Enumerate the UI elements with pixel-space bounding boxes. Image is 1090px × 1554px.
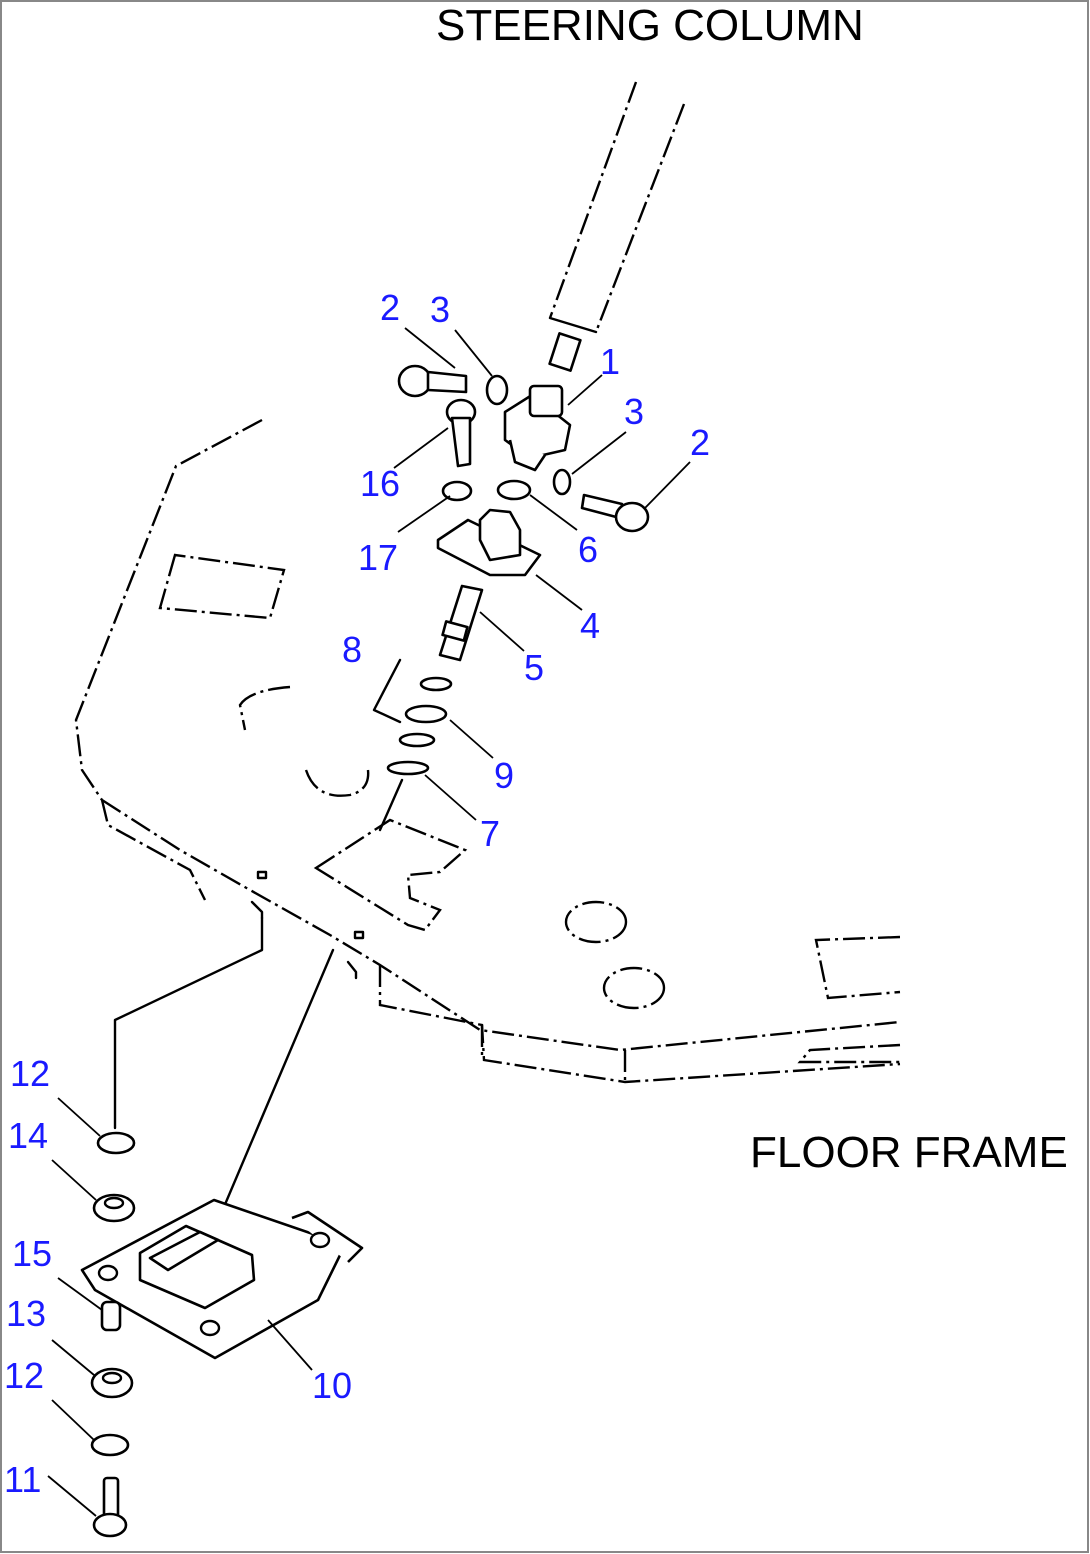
part-7-ring-a bbox=[398, 732, 436, 748]
callout-3b: 3 bbox=[624, 391, 644, 432]
callout-14: 14 bbox=[8, 1115, 48, 1156]
steering-column-shape bbox=[548, 81, 686, 372]
part-12-washer-top bbox=[96, 1131, 136, 1155]
callout-12a: 12 bbox=[10, 1053, 50, 1094]
part-11-bolt bbox=[92, 1476, 128, 1538]
bracket-leader-line bbox=[113, 916, 264, 1130]
callout-11: 11 bbox=[4, 1459, 41, 1500]
callout-4: 4 bbox=[580, 605, 600, 646]
callout-8: 8 bbox=[342, 629, 362, 670]
callout-leaders bbox=[47, 327, 691, 1517]
part-8-ring bbox=[419, 676, 453, 692]
part-2-bolt-left bbox=[397, 364, 468, 398]
callout-5: 5 bbox=[524, 647, 544, 688]
callout-12b: 12 bbox=[4, 1355, 44, 1396]
part-4-bracket bbox=[436, 508, 542, 577]
part-6-spacer bbox=[496, 479, 532, 501]
part-3-washer-b bbox=[552, 468, 572, 496]
callout-2b: 2 bbox=[690, 422, 710, 463]
part-17-washer bbox=[441, 480, 473, 502]
callout-10: 10 bbox=[312, 1365, 352, 1406]
callout-13: 13 bbox=[6, 1293, 46, 1334]
callout-numbers: 1 2 2 3 3 4 5 6 7 8 9 10 11 12 12 13 14 … bbox=[4, 287, 710, 1500]
part-3-washer-a bbox=[485, 374, 509, 406]
callout-9: 9 bbox=[494, 755, 514, 796]
part-10-pedal bbox=[80, 1198, 364, 1360]
part-1-joint bbox=[503, 384, 572, 472]
callout-17: 17 bbox=[358, 537, 398, 578]
steering-column-title: STEERING COLUMN bbox=[436, 1, 864, 50]
callout-3a: 3 bbox=[430, 289, 450, 330]
part-5-shaft bbox=[438, 584, 484, 662]
part-15-pin bbox=[100, 1300, 122, 1332]
part-12-washer-bottom bbox=[90, 1433, 130, 1457]
part-9-seal bbox=[404, 704, 448, 724]
part-13-bushing bbox=[90, 1367, 134, 1399]
callout-2a: 2 bbox=[380, 287, 400, 328]
center-leader-line bbox=[213, 948, 335, 1230]
group-8-bracket bbox=[372, 658, 402, 724]
part-2-bolt-right bbox=[580, 493, 650, 533]
callout-16: 16 bbox=[360, 463, 400, 504]
callout-7: 7 bbox=[480, 813, 500, 854]
floor-frame-shape bbox=[74, 418, 901, 1084]
shaft-leader-line bbox=[378, 778, 404, 832]
callout-6: 6 bbox=[578, 529, 598, 570]
part-14-bushing bbox=[92, 1193, 136, 1223]
part-16-bolt bbox=[445, 398, 477, 468]
callout-15: 15 bbox=[12, 1233, 52, 1274]
callout-1: 1 bbox=[600, 341, 620, 382]
part-7-ring-b bbox=[386, 760, 430, 776]
floor-frame-title: FLOOR FRAME bbox=[750, 1128, 1068, 1177]
